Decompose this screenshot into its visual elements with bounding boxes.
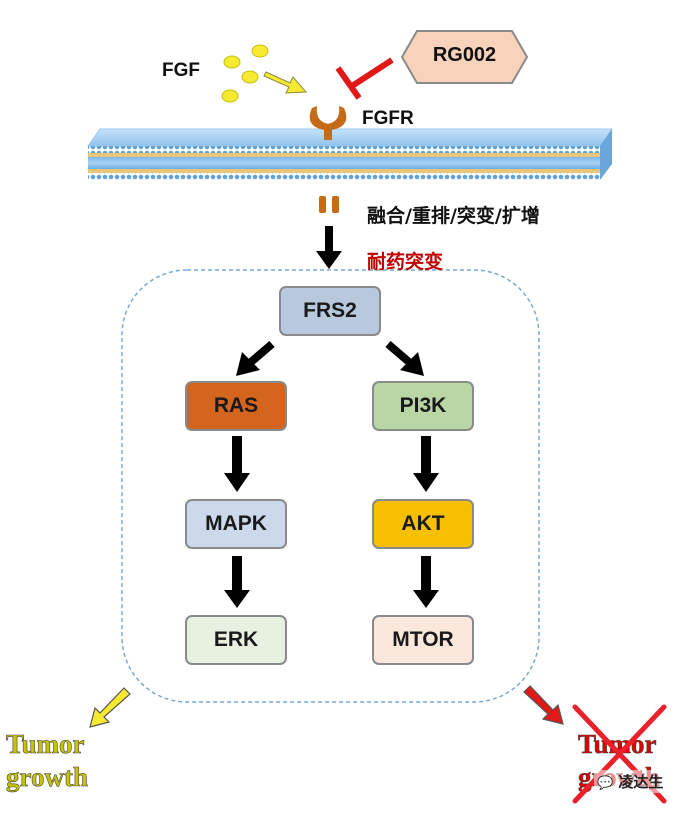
- fgfr-receptor-icon: [309, 106, 347, 140]
- node-mtor: MTOR: [372, 615, 474, 665]
- rg002-hexagon: [400, 30, 529, 84]
- fgfr-label: FGFR: [362, 108, 414, 129]
- ligand-arrow: [263, 71, 308, 94]
- outcome-left-line2: growth: [6, 762, 89, 793]
- arrow-to-tumor-growth-left: [89, 687, 131, 728]
- arrow-pi3k-to-akt: [413, 436, 439, 492]
- inhibition-tbar: [335, 57, 394, 100]
- arrow-frs2-to-pi3k: [385, 340, 424, 376]
- arrow-receptor-to-frs2: [316, 226, 342, 269]
- arrow-akt-to-mtor: [413, 556, 439, 608]
- node-erk: ERK: [185, 615, 287, 665]
- watermark-text: 凌达生: [618, 773, 664, 791]
- cytoplasm-boundary: [121, 269, 540, 703]
- outcome-left-line1: Tumor: [6, 729, 85, 760]
- arrow-to-tumor-growth-right: [523, 685, 564, 725]
- fgfr-intracellular-domain: [319, 196, 339, 213]
- watermark: 💬 凌达生: [594, 770, 667, 793]
- alterations-label: 融合/重排/突变/扩增: [367, 205, 540, 227]
- node-akt: AKT: [372, 499, 474, 549]
- arrow-frs2-to-ras: [236, 340, 275, 376]
- rg002-label: RG002: [432, 44, 497, 66]
- fgf-label: FGF: [162, 60, 200, 81]
- arrow-mapk-to-erk: [224, 556, 250, 608]
- outcome-left: Tumor growth: [6, 728, 89, 794]
- chat-bubble-icon: 💬: [597, 776, 614, 791]
- node-ras: RAS: [185, 381, 287, 431]
- node-pi3k: PI3K: [372, 381, 474, 431]
- cell-membrane: [87, 128, 613, 180]
- outcome-right-line1: Tumor: [578, 729, 657, 760]
- arrow-ras-to-mapk: [224, 436, 250, 492]
- node-mapk: MAPK: [185, 499, 287, 549]
- fgf-ligand-dots: [221, 44, 269, 103]
- resistance-mutation-label: 耐药突变: [367, 251, 444, 273]
- node-frs2: FRS2: [279, 286, 381, 336]
